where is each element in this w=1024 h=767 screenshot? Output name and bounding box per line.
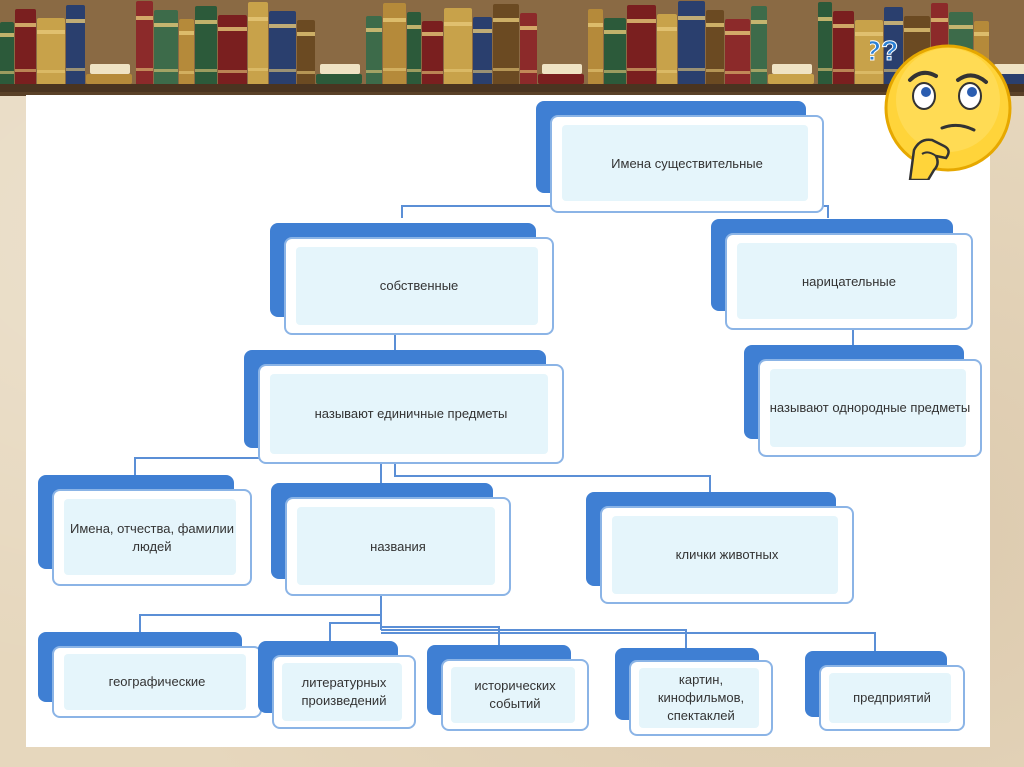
node-label-historical: исторических событий <box>474 678 556 711</box>
node-inner <box>297 507 495 585</box>
book-spine <box>383 3 406 84</box>
node-box: клички животных <box>600 506 854 604</box>
node-box: исторических событий <box>441 659 589 731</box>
right-eyebrow <box>956 73 988 84</box>
node-inner <box>770 369 966 447</box>
node-inner <box>829 673 951 723</box>
book-spine <box>248 2 268 84</box>
book-spine <box>37 18 65 84</box>
book-stack <box>990 74 1024 84</box>
right-pupil <box>967 87 977 97</box>
node-label-common-desc: называют однородные предметы <box>769 400 971 415</box>
book-spine <box>627 5 656 84</box>
node-box: Имена, отчества, фамилии людей <box>52 489 252 586</box>
book-spine <box>751 6 767 84</box>
face-highlight <box>896 48 1000 152</box>
book-spine <box>833 11 854 84</box>
node-label-people: Имена, отчества, фамилии людей <box>70 520 234 554</box>
book-spine <box>855 20 883 84</box>
book-spine <box>407 12 421 84</box>
node-inner <box>639 668 759 728</box>
book-spine <box>154 10 178 84</box>
book-stack <box>772 64 812 74</box>
node-box: нарицательные <box>725 233 973 330</box>
book-spine <box>604 18 626 84</box>
node-inner <box>562 125 808 201</box>
connector-names-ent <box>381 632 876 651</box>
node-box: географические <box>52 646 262 718</box>
node-label-art: картин, кинофильмов, спектаклей <box>657 672 745 723</box>
node-label-geo: географические <box>108 674 206 689</box>
node-inner <box>64 499 236 575</box>
node-inner <box>296 247 538 325</box>
node-label-root: Имена существительные <box>611 156 763 171</box>
node-label-literary: литературных произведений <box>301 675 387 708</box>
book-spine <box>884 7 903 84</box>
node-inner <box>282 663 402 721</box>
book-stack <box>86 74 132 84</box>
finger-line <box>921 151 937 157</box>
mouth <box>940 123 976 132</box>
book-spine <box>15 9 36 84</box>
book-spine <box>520 13 537 84</box>
node-label-enterprises: предприятий <box>853 690 931 705</box>
book-spine <box>0 22 14 84</box>
node-box: картин, кинофильмов, спектаклей <box>629 660 773 736</box>
node-label-proper: собственные <box>379 278 459 293</box>
book-spine <box>218 15 247 84</box>
book-stack <box>320 64 360 74</box>
book-stack <box>538 74 584 84</box>
node-label-names: названия <box>370 538 426 554</box>
book-spine <box>706 10 724 84</box>
book-spine <box>366 16 382 84</box>
book-spine <box>195 6 217 84</box>
thinking-hand <box>908 138 950 180</box>
book-spine <box>136 1 153 84</box>
shelf-board <box>0 84 1024 92</box>
node-box: предприятий <box>819 665 965 731</box>
book-spine <box>444 8 472 84</box>
node-inner <box>64 654 246 710</box>
connector-names-geo <box>139 614 381 632</box>
node-inner <box>451 667 575 723</box>
left-pupil <box>921 87 931 97</box>
book-stack <box>768 74 814 84</box>
book-spine <box>657 14 677 84</box>
node-inner <box>270 374 548 454</box>
book-spine <box>678 1 705 84</box>
book-stack <box>316 74 362 84</box>
node-label-animals: клички животных <box>675 547 779 562</box>
node-box: названия <box>285 497 511 596</box>
node-box: Имена существительные <box>550 115 824 213</box>
question-marks-icon: ?? <box>870 35 898 66</box>
node-inner <box>737 243 957 319</box>
book-spine <box>422 21 443 84</box>
book-stack <box>90 64 130 74</box>
book-spine <box>473 17 492 84</box>
node-label-proper-desc: называют единичные предметы <box>314 406 508 421</box>
book-spine <box>269 11 296 84</box>
connector-names-art <box>381 629 687 648</box>
node-inner <box>612 516 838 594</box>
book-spine <box>297 20 315 84</box>
book-spine <box>66 5 85 84</box>
book-spine <box>725 19 750 84</box>
book-spine <box>588 9 603 84</box>
book-stack <box>542 64 582 74</box>
node-box: называют единичные предметы <box>258 364 564 464</box>
connector-desc-animals <box>394 463 711 493</box>
book-spine <box>818 2 832 84</box>
book-spine <box>179 19 194 84</box>
left-eyebrow <box>908 70 938 82</box>
node-box: литературных произведений <box>272 655 416 729</box>
node-box: собственные <box>284 237 554 335</box>
book-stack <box>994 64 1024 74</box>
node-box: называют однородные предметы <box>758 359 982 457</box>
node-label-common: нарицательные <box>801 273 896 289</box>
book-spine <box>493 4 519 84</box>
connector-names-hist <box>381 626 500 645</box>
connector-names-lit <box>329 622 381 641</box>
thinking-face-icon: ?? <box>870 35 1012 180</box>
